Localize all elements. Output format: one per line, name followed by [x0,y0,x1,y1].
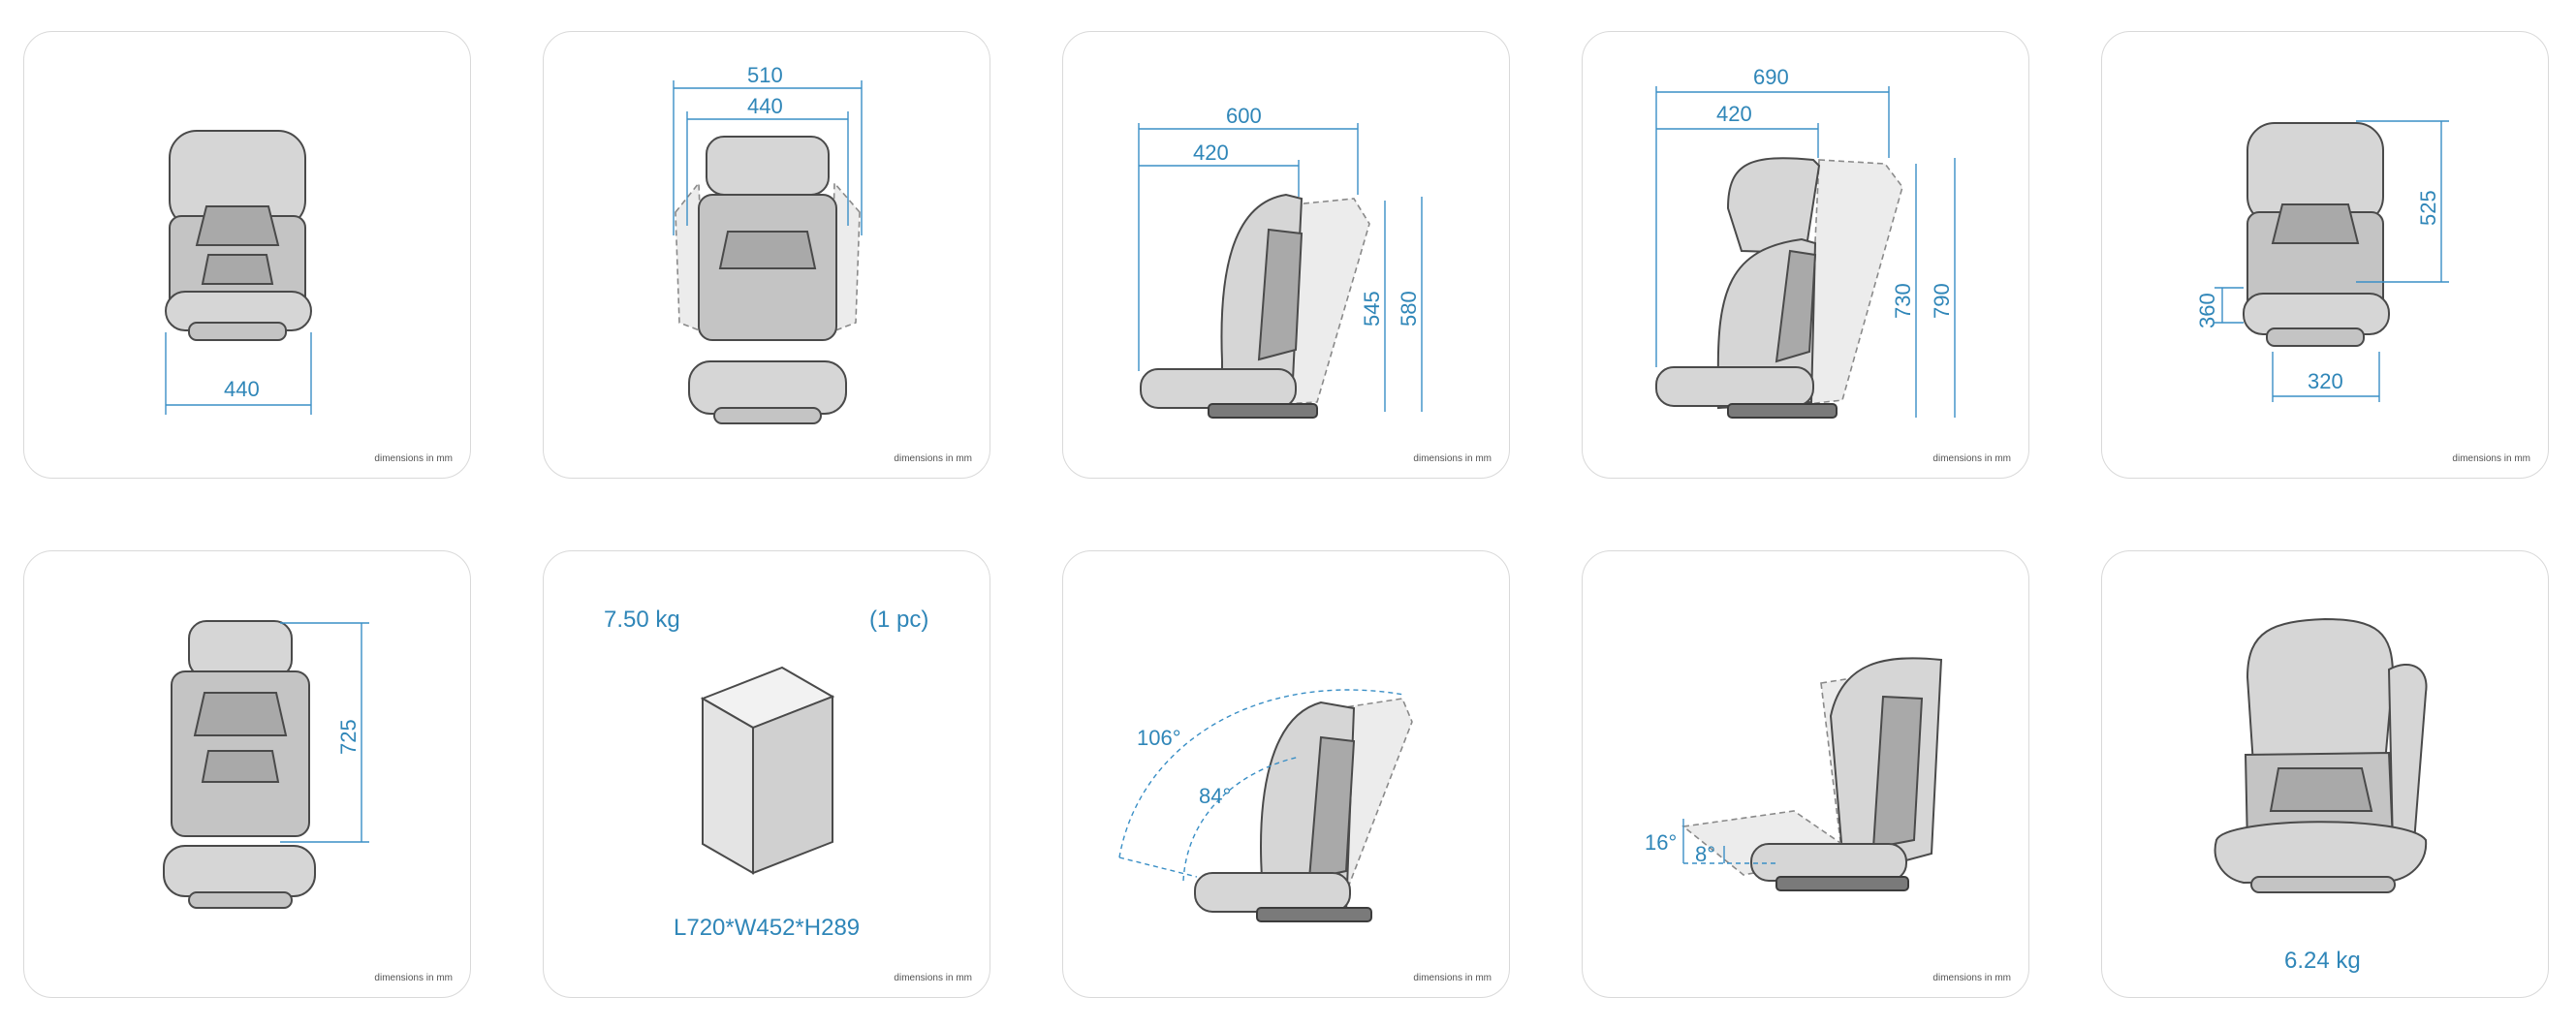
card-product-weight: 6.24 kg [2101,550,2549,998]
dim-height-a: 545 [1360,291,1384,327]
seat-front-wings-illustration: 510 440 [673,63,863,424]
dim-headrest-range: 725 [336,719,361,755]
dim-seat-depth: 420 [1193,140,1229,165]
angle-inner: 8° [1695,842,1715,866]
footnote-units: dimensions in mm [1413,453,1492,464]
dim-side-height: 360 [2195,293,2219,328]
footnote-units: dimensions in mm [894,973,972,983]
package-size: L720*W452*H289 [674,915,860,941]
dim-seat-depth: 420 [1716,102,1752,126]
dim-back-height: 525 [2416,190,2440,226]
card-side-view-high: 690 420 730 790 dimensions in mm [1582,31,2029,479]
package-box-illustration: 7.50 kg (1 pc) L720*W452*H289 [604,607,928,941]
seat-side-low-illustration: 600 420 545 580 [1138,104,1423,419]
seat-recline-illustration: 106° 84° [1118,689,1413,922]
svg-text:790: 790 [1930,283,1954,319]
svg-text:360: 360 [2195,293,2219,328]
card-recline-angles: 106° 84° dimensions in mm [1062,550,1510,998]
card-front-view-width: 440 dimensions in mm [23,31,471,479]
footnote-units: dimensions in mm [374,453,453,464]
dim-seat-width: 320 [2308,369,2343,393]
seat-side-high-illustration: 690 420 730 790 [1655,65,1956,419]
angle-inner: 84° [1199,784,1231,808]
card-seat-tilt-angles: 16° 8° dimensions in mm [1582,550,2029,998]
card-front-view-inner: 525 360 320 dimensions in mm [2101,31,2549,479]
card-package: 7.50 kg (1 pc) L720*W452*H289 dimensions… [543,550,990,998]
seat-front-headrest-illustration: 725 [163,620,369,909]
svg-text:580: 580 [1397,291,1421,327]
seat-perspective-illustration: 6.24 kg [2214,617,2428,974]
dim-outer-width: 510 [747,63,783,87]
dim-height-b: 580 [1397,291,1421,327]
footnote-units: dimensions in mm [1932,973,2011,983]
seat-front-illustration: 440 [165,130,312,415]
svg-text:545: 545 [1360,291,1384,327]
card-headrest-range: 725 dimensions in mm [23,550,471,998]
svg-text:525: 525 [2416,190,2440,226]
svg-text:725: 725 [336,719,361,755]
package-weight: 7.50 kg [604,607,680,633]
card-front-view-wings: 510 440 dimensions in mm [543,31,990,479]
footnote-units: dimensions in mm [1932,453,2011,464]
seat-front-inner-illustration: 525 360 320 [2195,120,2449,402]
angle-outer: 106° [1137,726,1181,750]
dim-width: 440 [224,377,260,401]
footnote-units: dimensions in mm [374,973,453,983]
dim-total-depth: 600 [1226,104,1262,128]
footnote-units: dimensions in mm [1413,973,1492,983]
angle-outer: 16° [1645,830,1677,855]
seat-tilt-illustration: 16° 8° [1645,657,1943,891]
dim-height-b: 790 [1930,283,1954,319]
svg-text:730: 730 [1891,283,1915,319]
footnote-units: dimensions in mm [894,453,972,464]
card-side-view-low: 600 420 545 580 dimensions in mm [1062,31,1510,479]
dim-inner-width: 440 [747,94,783,118]
dim-total-depth: 690 [1753,65,1789,89]
package-quantity: (1 pc) [869,607,928,633]
footnote-units: dimensions in mm [2452,453,2530,464]
dim-height-a: 730 [1891,283,1915,319]
product-weight: 6.24 kg [2284,948,2361,974]
